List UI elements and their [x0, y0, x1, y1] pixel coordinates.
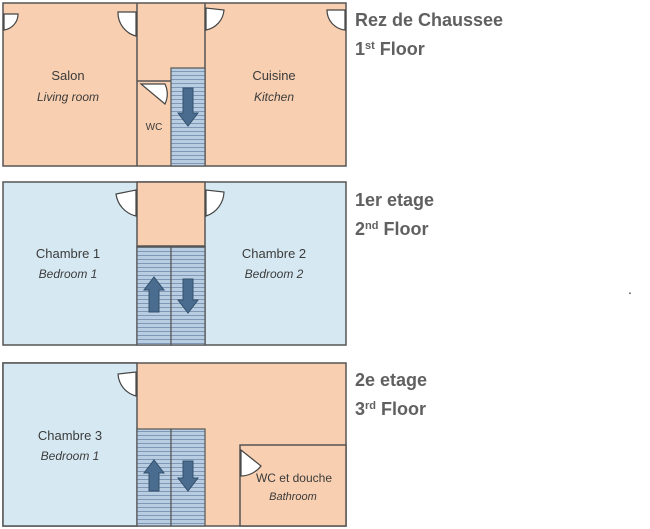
down-arrow-icon	[176, 460, 200, 492]
room-label-wc: WC	[146, 122, 163, 133]
room-label-chambre-3: Chambre 3	[38, 428, 102, 443]
down-arrow-icon	[176, 278, 200, 314]
door-icon	[240, 448, 262, 477]
up-arrow-icon	[142, 276, 166, 313]
room-chambre-3	[2, 362, 138, 527]
room-sublabel-bedroom-2: Bedroom 2	[245, 267, 304, 281]
door-icon	[3, 13, 19, 31]
floor-label-ground: Rez de Chaussee 1st Floor	[355, 6, 503, 64]
stray-dot: .	[628, 281, 632, 297]
room-label-chambre-2: Chambre 2	[242, 246, 306, 261]
room-sublabel-living-room: Living room	[37, 90, 99, 104]
second-floor-plan: Chambre 3 Bedroom 1 WC et douche Bathroo…	[2, 362, 347, 527]
room-sublabel-bedroom-1: Bedroom 1	[41, 449, 100, 463]
up-arrow-icon	[142, 459, 166, 492]
room-sublabel-kitchen: Kitchen	[254, 90, 294, 104]
landing	[136, 181, 206, 247]
room-bathroom	[239, 444, 347, 527]
floor-label-first: 1er etage 2nd Floor	[355, 186, 434, 244]
door-icon	[115, 189, 137, 217]
door-icon	[205, 189, 225, 217]
floor-name-french: 1er etage	[355, 190, 435, 210]
room-label-wc-et-douche: WC et douche	[256, 471, 332, 485]
room-sublabel-bedroom-1: Bedroom 1	[39, 267, 98, 281]
floor-name-french: Rez de Chaussee	[355, 10, 504, 30]
first-floor-plan: Chambre 1 Bedroom 1 Chambre 2 Bedroom 2	[2, 181, 347, 346]
floor-name-english: 3rd Floor	[355, 399, 427, 419]
floor-name-english: 1st Floor	[355, 39, 425, 59]
ground-floor-plan: Salon Living room WC Cuisine Kitchen	[2, 2, 347, 167]
room-sublabel-bathroom: Bathroom	[269, 491, 317, 503]
door-icon	[326, 9, 346, 31]
door-icon	[205, 7, 225, 31]
door-icon	[117, 371, 137, 397]
room-label-chambre-1: Chambre 1	[36, 246, 100, 261]
floor-label-second: 2e etage 3rd Floor	[355, 366, 427, 424]
door-icon	[139, 83, 168, 105]
room-label-salon: Salon	[51, 68, 84, 83]
floor-name-english: 2nd Floor	[355, 219, 429, 239]
floor-name-french: 2e etage	[355, 370, 428, 390]
room-label-cuisine: Cuisine	[252, 68, 295, 83]
door-icon	[117, 11, 137, 37]
down-arrow-icon	[176, 87, 200, 127]
